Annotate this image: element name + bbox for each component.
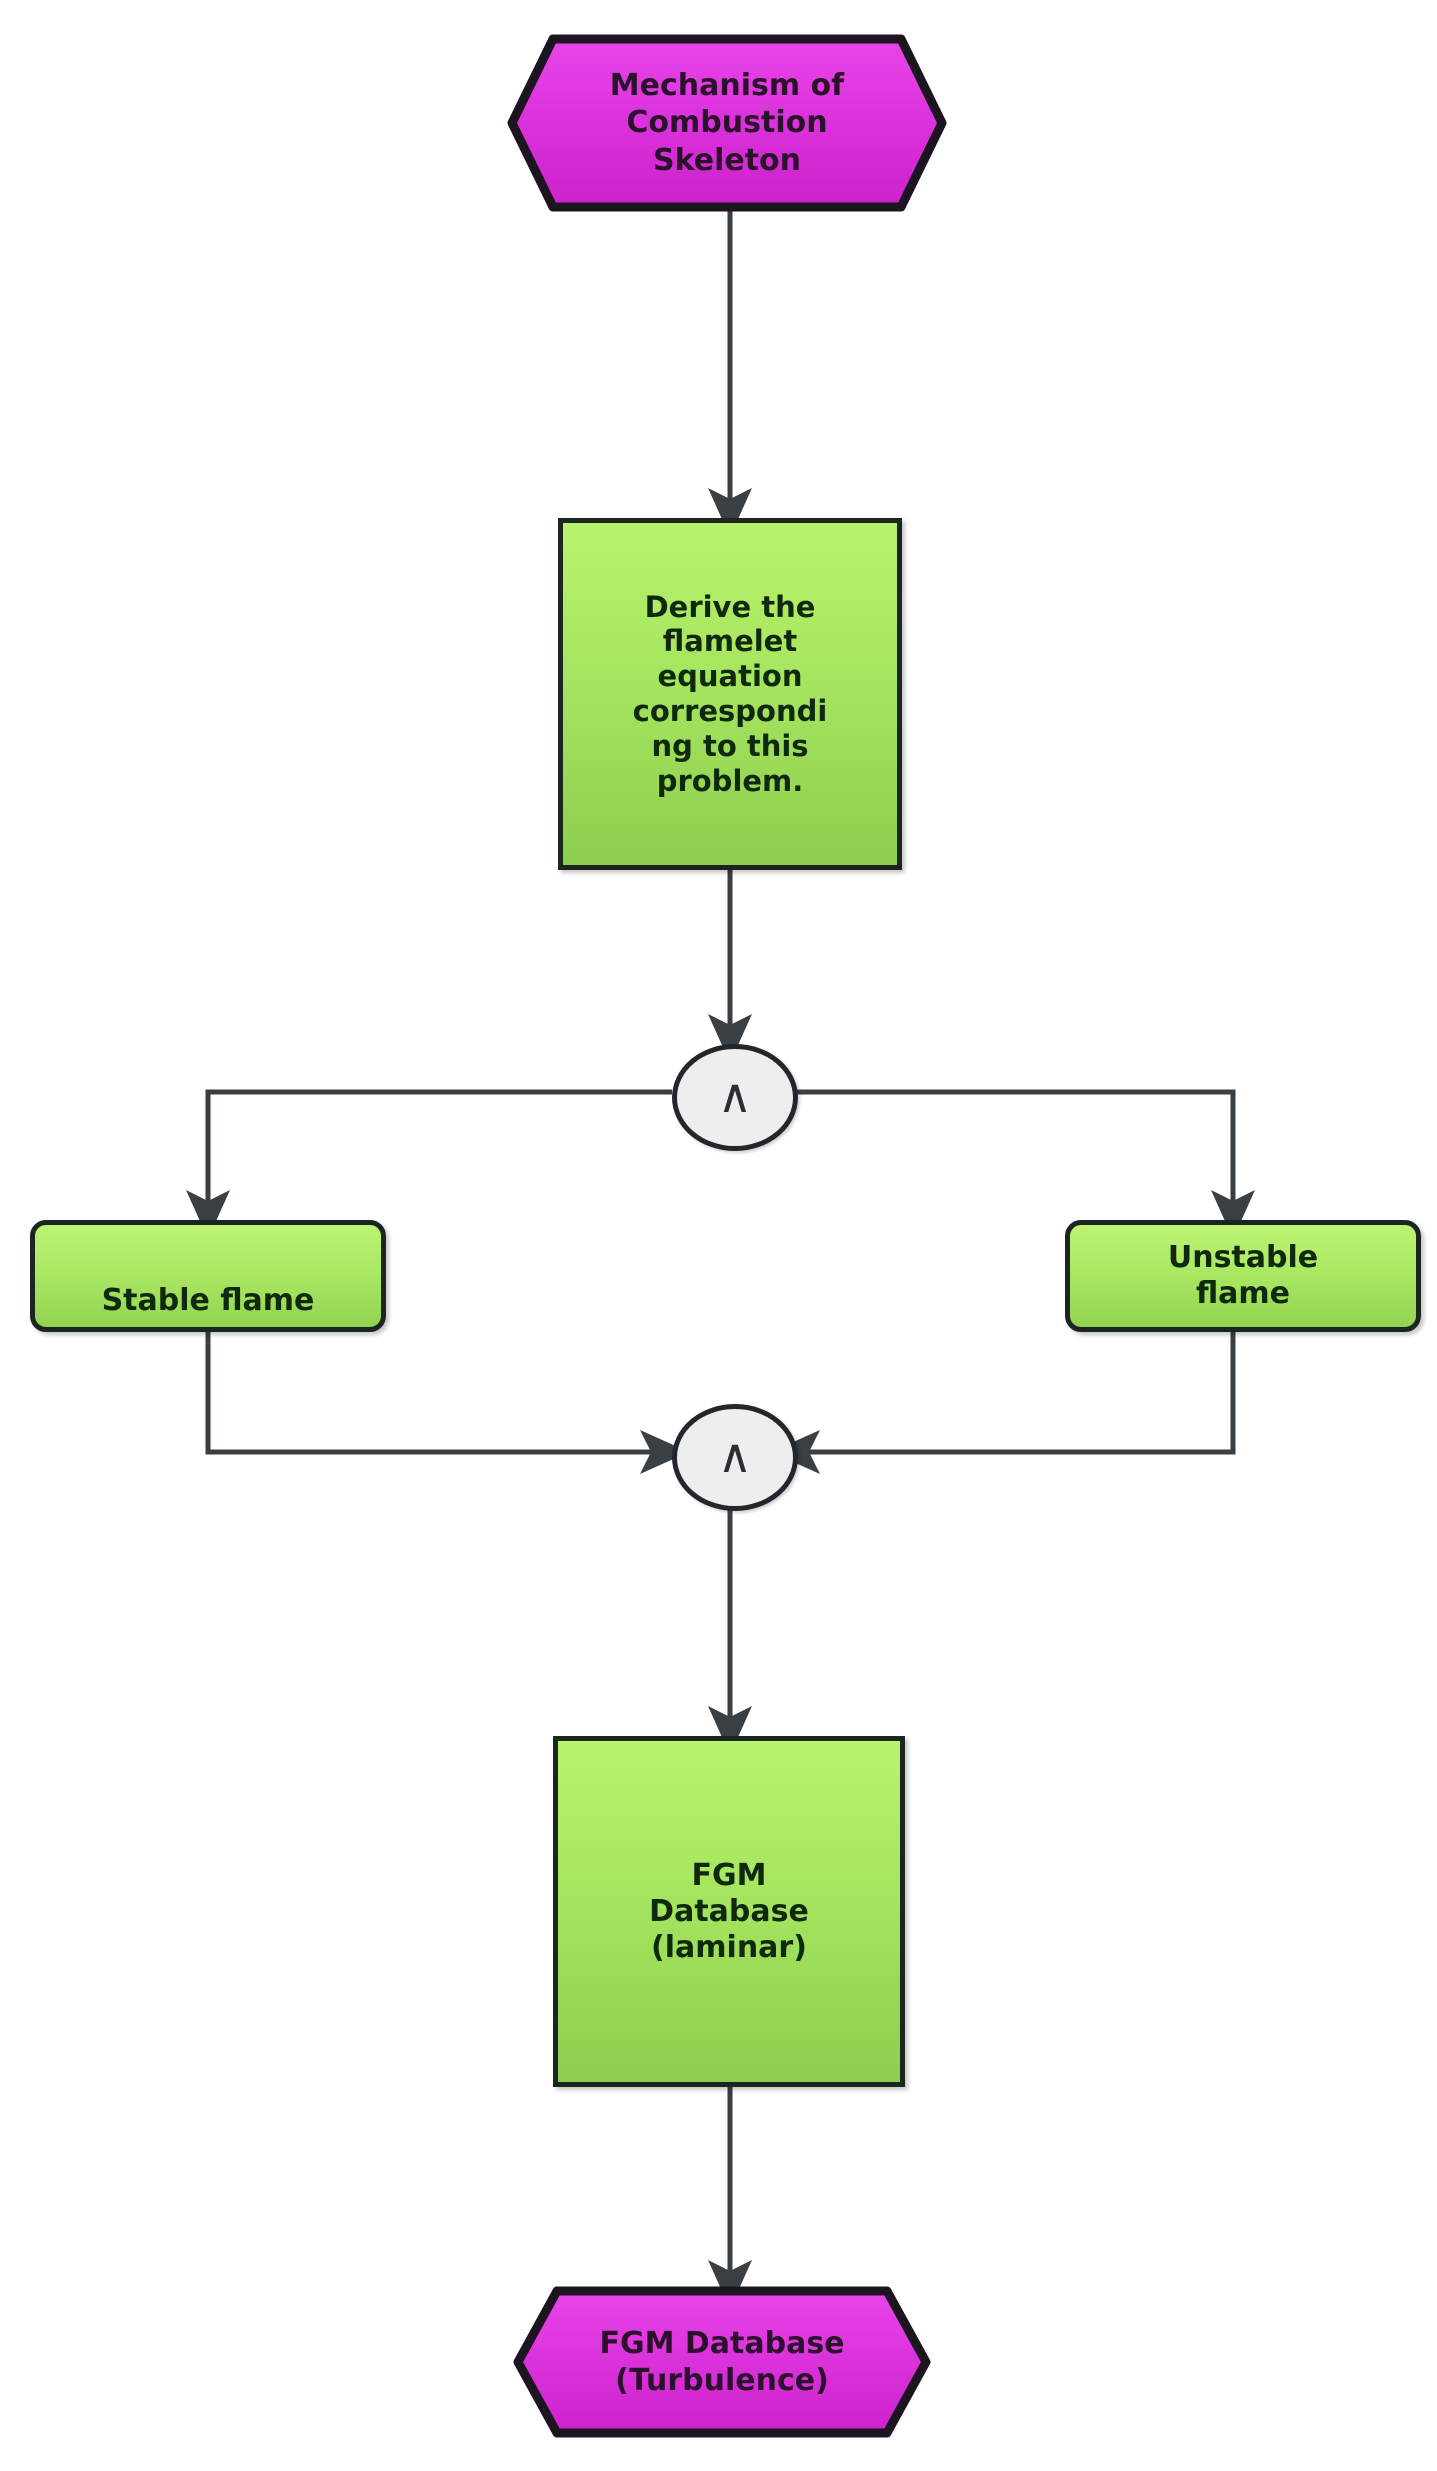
node-mechanism-of-combustion-skeleton[interactable]: Mechanism of Combustion Skeleton [507, 34, 947, 212]
junction-top-and-gate[interactable]: ∧ [672, 1044, 798, 1151]
hexagon-shape [513, 2286, 931, 2438]
edge-junction-top-to-stable-flame [186, 1089, 672, 1240]
hexagon-shape [507, 34, 947, 212]
node-fgm-database-laminar[interactable]: FGM Database (laminar) [553, 1736, 905, 2087]
and-caret-icon: ∧ [717, 1429, 753, 1484]
node-unstable-flame[interactable]: Unstable flame [1065, 1220, 1421, 1332]
and-caret-icon: ∧ [717, 1069, 753, 1124]
node-label: Unstable flame [1167, 1240, 1319, 1311]
edge-unstable-flame-to-junction-bottom [770, 1332, 1236, 1474]
node-label: Mechanism of Combustion Skeleton [609, 67, 845, 178]
node-stable-flame[interactable]: Stable flame [30, 1220, 386, 1332]
node-label: Derive the flamelet equation correspondi… [632, 589, 828, 798]
node-label: FGM Database (Turbulence) [599, 2325, 845, 2399]
node-label: Stable flame [101, 1283, 315, 1318]
edge-junction-top-to-unstable-flame [788, 1089, 1255, 1240]
junction-bottom-and-gate[interactable]: ∧ [672, 1404, 798, 1511]
node-fgm-database-turbulence[interactable]: FGM Database (Turbulence) [513, 2286, 931, 2438]
node-label: FGM Database (laminar) [649, 1857, 809, 1965]
edge-stable-flame-to-junction-bottom [205, 1332, 690, 1474]
node-derive-flamelet-equation[interactable]: Derive the flamelet equation correspondi… [558, 518, 902, 870]
